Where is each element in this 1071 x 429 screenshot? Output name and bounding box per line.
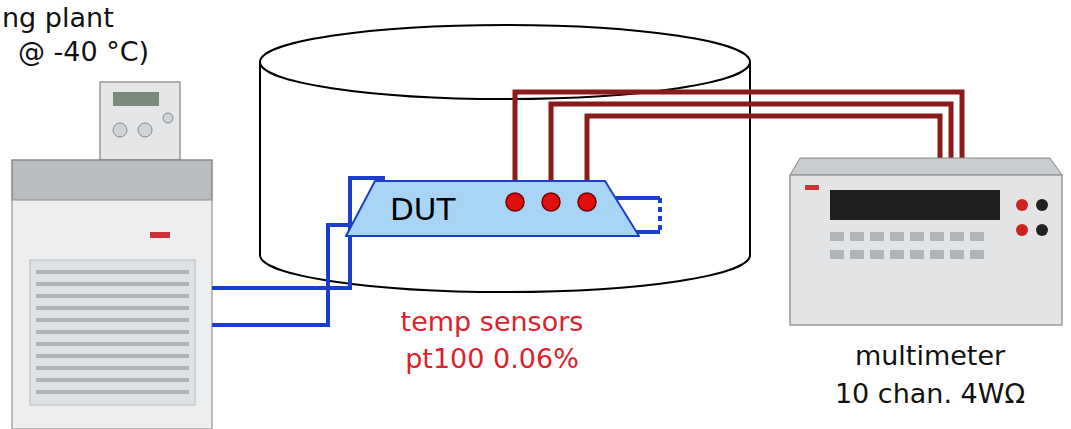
label-text: ng plant xyxy=(2,2,114,34)
chiller xyxy=(12,82,212,429)
cold-box xyxy=(260,25,750,292)
dut-trapezoid: DUT xyxy=(345,180,640,237)
label-text: pt100 0.06% xyxy=(405,343,579,375)
node-label: DUT xyxy=(390,191,456,227)
label-text: temp sensors xyxy=(401,306,584,338)
label-text: @ -40 °C) xyxy=(18,36,149,68)
trapezoid-outline xyxy=(345,180,640,237)
multimeter xyxy=(790,158,1062,325)
label-text: 10 chan. 4WΩ xyxy=(835,378,1025,410)
label-text: multimeter xyxy=(855,340,1005,372)
coolant-pipes xyxy=(212,178,660,325)
